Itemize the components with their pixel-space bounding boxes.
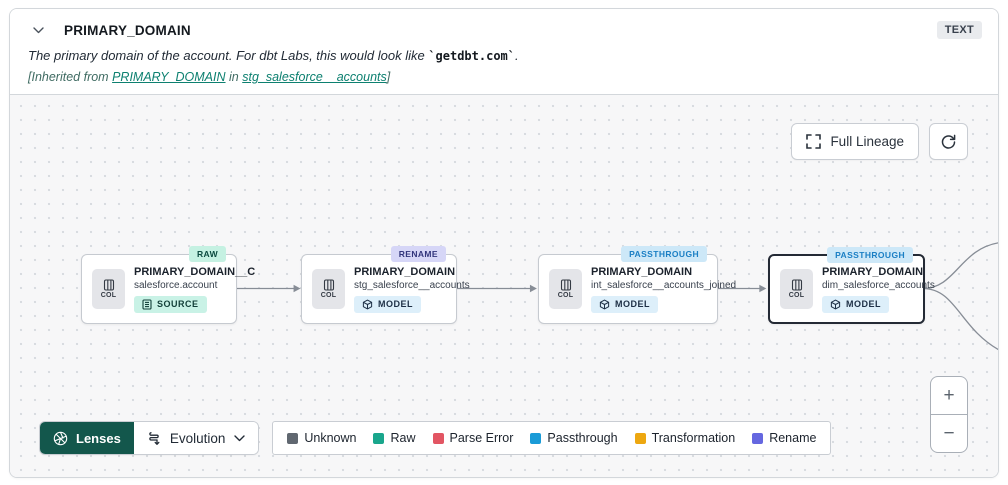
legend-item: Raw (373, 431, 416, 445)
status-badge: PASSTHROUGH (621, 246, 707, 262)
lineage-node-intermediate[interactable]: PASSTHROUGH COL PRIMARY_DOMAIN int_sales… (538, 246, 736, 324)
lenses-control: Lenses Evolution (39, 421, 260, 455)
legend-item: Transformation (634, 431, 735, 445)
column-chip: COL (312, 269, 345, 309)
expand-icon (806, 134, 822, 149)
model-icon (599, 299, 610, 309)
inherited-note: [Inherited from PRIMARY_DOMAIN in stg_sa… (28, 70, 391, 84)
inherited-model-link[interactable]: stg_salesforce__accounts (242, 70, 387, 84)
node-type-tag: MODEL (822, 295, 889, 313)
legend-swatch (752, 432, 764, 444)
refresh-icon (940, 133, 957, 150)
column-icon (323, 279, 334, 291)
column-chip: COL (549, 269, 582, 309)
evolution-icon (149, 431, 160, 445)
lineage-canvas[interactable]: Full Lineage RAW COL PRIMARY_DOMAIN__C s… (10, 94, 998, 477)
node-subtitle: dim_salesforce_accounts (822, 279, 935, 291)
node-subtitle: int_salesforce__accounts_joined (591, 279, 737, 291)
edge-type-legend: Unknown Raw Parse Error Passthrough Tran… (272, 421, 832, 455)
full-lineage-button[interactable]: Full Lineage (791, 123, 919, 160)
full-lineage-label: Full Lineage (830, 134, 904, 149)
column-icon (103, 279, 114, 291)
node-title: PRIMARY_DOMAIN (822, 265, 924, 278)
lineage-node-source[interactable]: RAW COL PRIMARY_DOMAIN__C salesforce.acc… (81, 246, 255, 324)
node-subtitle: salesforce.account (134, 279, 218, 291)
node-type-tag: MODEL (354, 295, 421, 313)
legend-item: Passthrough (530, 431, 618, 445)
chevron-down-icon (234, 434, 246, 441)
refresh-button[interactable] (929, 123, 968, 160)
column-header: PRIMARY_DOMAIN TEXT The primary domain o… (10, 9, 998, 94)
node-title: PRIMARY_DOMAIN__C (134, 265, 256, 278)
model-icon (830, 299, 841, 309)
legend-swatch (432, 432, 444, 444)
column-icon (791, 279, 802, 291)
legend-swatch (530, 432, 542, 444)
lineage-panel: PRIMARY_DOMAIN TEXT The primary domain o… (9, 8, 999, 478)
lineage-node-dimension[interactable]: PASSTHROUGH COL PRIMARY_DOMAIN dim_sales… (768, 247, 935, 324)
zoom-in-button[interactable]: + (930, 376, 968, 415)
status-badge: RAW (188, 246, 226, 262)
legend-item: Parse Error (432, 431, 513, 445)
evolution-dropdown[interactable]: Evolution (133, 422, 259, 454)
column-chip: COL (780, 269, 813, 309)
code-snippet: `getdbt.com` (428, 49, 516, 63)
column-icon (560, 279, 571, 291)
node-type-tag: MODEL (591, 295, 658, 313)
legend-swatch (373, 432, 385, 444)
node-title: PRIMARY_DOMAIN (354, 265, 456, 278)
status-badge: RENAME (390, 246, 446, 262)
source-icon (142, 298, 152, 310)
status-badge: PASSTHROUGH (827, 247, 913, 263)
inherited-column-link[interactable]: PRIMARY_DOMAIN (112, 70, 226, 84)
legend-swatch (634, 432, 646, 444)
column-type-badge: TEXT (936, 21, 982, 39)
aperture-icon (53, 431, 68, 445)
node-title: PRIMARY_DOMAIN (591, 265, 693, 278)
legend-swatch (287, 432, 299, 444)
column-description: The primary domain of the account. For d… (28, 48, 519, 63)
legend-item: Unknown (287, 431, 356, 445)
legend-item: Rename (752, 431, 816, 445)
model-icon (362, 299, 373, 309)
zoom-controls: + − (930, 376, 968, 453)
zoom-out-button[interactable]: − (930, 414, 968, 453)
lenses-button[interactable]: Lenses (40, 422, 134, 454)
node-type-tag: SOURCE (134, 295, 207, 313)
collapse-chevron-icon[interactable] (26, 20, 50, 40)
node-subtitle: stg_salesforce__accounts (354, 279, 470, 291)
column-title: PRIMARY_DOMAIN (64, 22, 191, 38)
column-chip: COL (92, 269, 125, 309)
lineage-node-staging[interactable]: RENAME COL PRIMARY_DOMAIN stg_salesforce… (301, 246, 470, 324)
